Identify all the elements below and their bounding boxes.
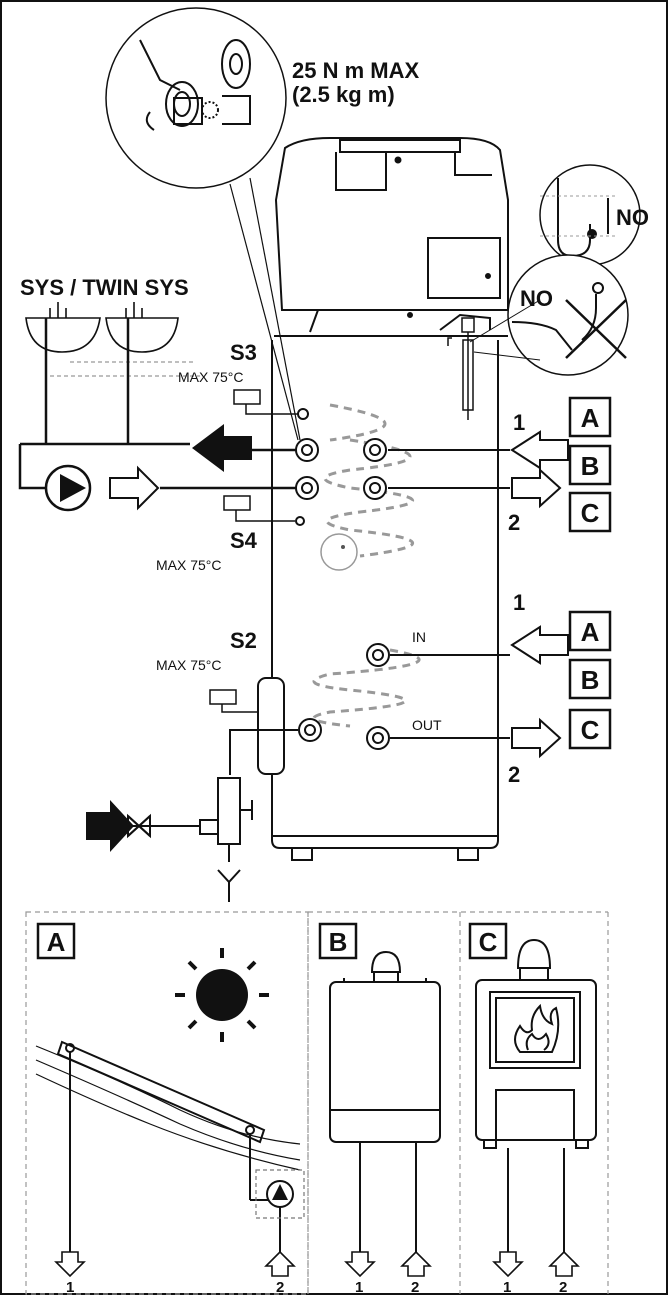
- lower-in-number: 1: [513, 590, 525, 615]
- heat-pump-head: [274, 137, 509, 311]
- anode-flange: [320, 533, 358, 571]
- panel-b-letter: B: [329, 927, 348, 957]
- panel-b-in-arrow: [400, 1250, 432, 1277]
- sensor-s4: S4: [230, 528, 258, 553]
- sensor-s2-max: MAX 75°C: [156, 657, 222, 673]
- upper-letter-boxes: A B C: [568, 396, 612, 533]
- top-vent: [339, 139, 461, 153]
- box-b-upper: B: [581, 451, 600, 481]
- heating-circuit-pipes: [18, 318, 296, 490]
- panel-a-port-1: 1: [66, 1279, 74, 1295]
- tank-body: [271, 340, 499, 849]
- coil-out-label: OUT: [412, 717, 442, 733]
- box-c-lower: C: [581, 715, 600, 745]
- box-a-upper: A: [581, 403, 600, 433]
- panel-b-port-1: 1: [355, 1279, 363, 1295]
- box-a-lower: A: [581, 617, 600, 647]
- tank-connections: [295, 408, 390, 750]
- panel-c-out-arrow: [492, 1251, 524, 1278]
- panel-c-port-2: 2: [559, 1279, 567, 1295]
- torque-line1: 25 N m MAX: [292, 58, 419, 83]
- panel-c-port-1: 1: [503, 1279, 511, 1295]
- gas-boiler-icon: [329, 950, 441, 1143]
- upper-coil-dashes: [323, 438, 415, 558]
- panel-a-port-2: 2: [276, 1279, 284, 1295]
- lower-out-number: 2: [508, 762, 520, 787]
- panel-c-letter: C: [479, 927, 498, 957]
- panel-a-letter: A: [47, 927, 66, 957]
- lower-in-arrow: [510, 625, 569, 665]
- torque-line2: (2.5 kg m): [292, 82, 395, 107]
- panel-c-in-arrow: [548, 1250, 580, 1277]
- lower-coil-dashes: [312, 648, 421, 728]
- sensor-s2: S2: [230, 628, 257, 653]
- box-b-lower: B: [581, 665, 600, 695]
- sensor-pocket: [257, 677, 285, 775]
- upper-in-arrow: [510, 430, 569, 470]
- upper-coil-arrows: [510, 430, 569, 759]
- sensor-s3-max: MAX 75°C: [178, 369, 244, 385]
- front-panel-notch: [335, 152, 387, 191]
- sun-icon: [175, 948, 269, 1042]
- radiator-basins: [25, 302, 179, 353]
- wood-stove-icon: [475, 938, 597, 1149]
- no-label-1: NO: [616, 205, 649, 230]
- lower-out-arrow: [511, 717, 562, 759]
- solar-collector-icon: [35, 1040, 301, 1171]
- sensor-s3: S3: [230, 340, 257, 365]
- panel-b-port-2: 2: [411, 1279, 419, 1295]
- bottom-panels: [25, 911, 609, 1295]
- sensor-s4-max: MAX 75°C: [156, 557, 222, 573]
- control-panel: [427, 237, 501, 299]
- lower-letter-boxes: A B C: [568, 610, 612, 750]
- panel-b-out-arrow: [344, 1251, 376, 1278]
- panel-a-in-arrow: [264, 1250, 296, 1277]
- flow-black-arrow: [192, 424, 252, 472]
- cold-water-inlet: [120, 729, 298, 902]
- box-c-upper: C: [581, 498, 600, 528]
- cold-water-arrow: [86, 800, 134, 852]
- sys-twin-sys-label: SYS / TWIN SYS: [20, 275, 189, 300]
- upper-in-number: 1: [513, 410, 525, 435]
- water-heater: [271, 137, 509, 861]
- flow-white-arrow: [109, 465, 160, 511]
- wrench-fitting-icon: [139, 39, 251, 131]
- upper-out-arrow: [511, 467, 562, 509]
- coil-in-label: IN: [412, 629, 426, 645]
- no-detail-circle-2: [507, 254, 629, 376]
- panel-a-out-arrow: [54, 1251, 86, 1278]
- no-label-2: NO: [520, 286, 553, 311]
- upper-out-number: 2: [508, 510, 520, 535]
